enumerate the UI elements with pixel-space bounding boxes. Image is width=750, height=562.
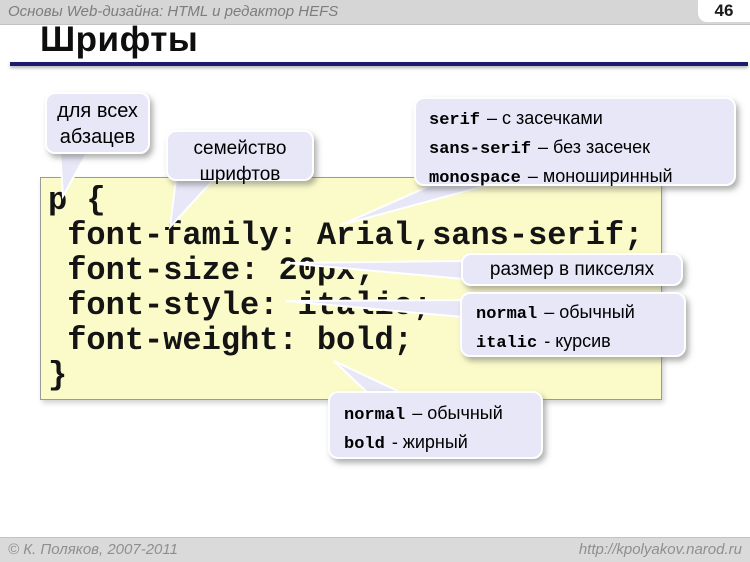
callout-font-size: размер в пикселях xyxy=(461,253,683,286)
code-line: font-size: 20px; xyxy=(48,252,375,289)
code-line: font-weight: bold; xyxy=(48,322,413,359)
callout-font-weight: normal – обычный bold - жирный xyxy=(328,391,543,459)
callout-row: serif – с засечками xyxy=(429,105,726,134)
callout-generic-families: serif – с засечками sans-serif – без засеч… xyxy=(414,97,736,188)
callout-row: monospace – моноширинный xyxy=(429,163,726,192)
slide-number: 46 xyxy=(714,1,734,20)
css-code-block: p { font-family: Arial,sans-serif; font-… xyxy=(40,177,662,400)
keyword-description: - жирный xyxy=(391,432,468,452)
header-bar: Основы Web-дизайна: HTML и редактор HEFS… xyxy=(0,0,750,25)
callout-font-family: семейство шрифтов xyxy=(166,130,314,185)
slide-number-box: 46 xyxy=(698,0,750,22)
callout-row: normal – обычный xyxy=(344,400,541,429)
course-title: Основы Web-дизайна: HTML и редактор HEFS xyxy=(8,3,339,20)
css-keyword: monospace xyxy=(429,169,521,188)
callout-text: размер в пикселях xyxy=(489,259,655,280)
callout-row: bold - жирный xyxy=(344,429,541,458)
keyword-description: - курсив xyxy=(544,331,611,351)
callout-row: normal – обычный xyxy=(476,299,684,328)
footer-bar: © К. Поляков, 2007-2011 http://kpolyakov… xyxy=(0,537,750,562)
page-title: Шрифты xyxy=(40,20,199,59)
keyword-description: – моноширинный xyxy=(527,166,673,186)
css-keyword: normal xyxy=(344,406,406,425)
code-line: } xyxy=(48,357,68,394)
keyword-description: – обычный xyxy=(544,302,635,322)
keyword-description: – с засечками xyxy=(487,108,603,128)
css-keyword: normal xyxy=(476,305,538,324)
callout-row: sans-serif – без засечек xyxy=(429,134,726,163)
callout-font-style: normal – обычный italic - курсив xyxy=(460,292,686,357)
copyright-text: © К. Поляков, 2007-2011 xyxy=(8,541,178,558)
callout-row: italic - курсив xyxy=(476,328,684,357)
css-keyword: sans-serif xyxy=(429,140,532,159)
footer-url: http://kpolyakov.narod.ru xyxy=(578,541,742,558)
css-keyword: serif xyxy=(429,111,481,130)
css-keyword: italic xyxy=(476,334,538,353)
title-underline xyxy=(10,62,748,66)
code-line: font-family: Arial,sans-serif; xyxy=(48,217,644,254)
callout-text: для всех xyxy=(57,100,138,122)
css-keyword: bold xyxy=(344,435,385,454)
callout-paragraphs: для всех абзацев xyxy=(45,92,150,154)
keyword-description: – без засечек xyxy=(538,137,650,157)
keyword-description: – обычный xyxy=(412,403,503,423)
callout-text: шрифтов xyxy=(199,164,281,185)
callout-text: абзацев xyxy=(59,126,136,148)
callout-text: семейство xyxy=(193,138,287,159)
